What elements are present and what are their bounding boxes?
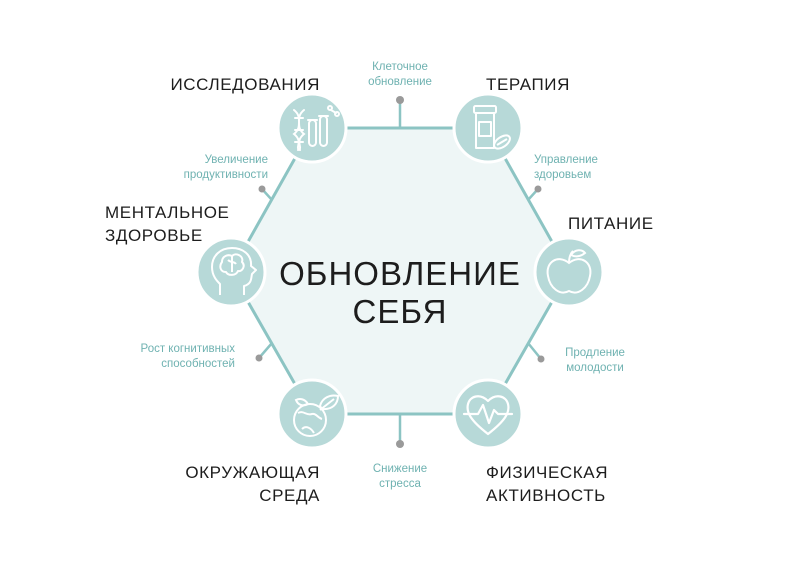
connector-dot-upper-right <box>534 185 542 193</box>
connectors <box>255 96 545 448</box>
node-physical <box>452 378 524 450</box>
connector-dot-lower-right <box>537 355 545 363</box>
center-title: ОБНОВЛЕНИЕ СЕБЯ <box>250 255 550 331</box>
link-label-line: способностей <box>161 358 235 370</box>
center-title-line-2: СЕБЯ <box>352 293 448 330</box>
globe-leaf-icon <box>293 394 340 437</box>
node-research <box>276 92 348 164</box>
node-label-research: ИССЛЕДОВАНИЯ <box>170 73 320 96</box>
link-label-line: молодости <box>566 362 624 374</box>
pill-bottle-icon <box>473 105 511 150</box>
node-label-environment: ОКРУЖАЮЩАЯ СРЕДА <box>185 461 320 507</box>
link-label-line: Управление <box>534 154 598 166</box>
node-label-line: МЕНТАЛЬНОЕ <box>105 203 230 222</box>
node-label-therapy: ТЕРАПИЯ <box>486 73 570 96</box>
head-brain-icon <box>211 247 257 295</box>
link-label-lower-left: Рост когнитивных способностей <box>141 342 235 372</box>
node-environment <box>276 378 348 450</box>
link-label-line: Продление <box>565 347 625 359</box>
link-label-line: стресса <box>379 478 421 490</box>
node-label-line: АКТИВНОСТЬ <box>486 486 606 505</box>
node-label-line: СРЕДА <box>259 486 320 505</box>
node-label-line: ФИЗИЧЕСКАЯ <box>486 463 609 482</box>
heart-pulse-icon <box>462 395 514 436</box>
node-label-line: ПИТАНИЕ <box>568 214 654 233</box>
link-label-top: Клеточное обновление <box>340 60 460 90</box>
node-therapy <box>452 92 524 164</box>
node-mental <box>195 236 267 308</box>
link-label-upper-right: Управление здоровьем <box>534 153 598 183</box>
node-label-physical: ФИЗИЧЕСКАЯ АКТИВНОСТЬ <box>486 461 608 507</box>
link-label-line: обновление <box>368 76 432 88</box>
connector-dot-upper-left <box>258 185 266 193</box>
node-label-line: ИССЛЕДОВАНИЯ <box>170 75 320 94</box>
node-label-line: ЗДОРОВЬЕ <box>105 226 203 245</box>
center-title-line-1: ОБНОВЛЕНИЕ <box>279 255 521 292</box>
node-label-line: ОКРУЖАЮЩАЯ <box>185 463 320 482</box>
link-label-bottom: Снижение стресса <box>340 462 460 492</box>
link-label-line: Снижение <box>372 463 428 475</box>
node-label-nutrition: ПИТАНИЕ <box>568 212 654 235</box>
node-label-line: ТЕРАПИЯ <box>486 75 570 94</box>
link-label-line: здоровьем <box>534 169 592 181</box>
dna-test-tubes-icon <box>292 105 340 151</box>
link-label-upper-left: Увеличение продуктивности <box>184 153 268 183</box>
link-label-line: Увеличение <box>204 154 268 166</box>
link-label-lower-right: Продление молодости <box>535 346 655 376</box>
node-nutrition <box>533 236 605 308</box>
node-label-mental: МЕНТАЛЬНОЕ ЗДОРОВЬЕ <box>105 201 229 247</box>
connector-dot-lower-left <box>255 354 263 362</box>
link-label-line: продуктивности <box>183 169 268 181</box>
apple-icon <box>546 249 592 294</box>
link-label-line: Клеточное <box>372 61 428 73</box>
connector-dot-top <box>396 96 404 104</box>
connector-dot-bottom <box>396 440 404 448</box>
link-label-line: Рост когнитивных <box>140 343 235 355</box>
